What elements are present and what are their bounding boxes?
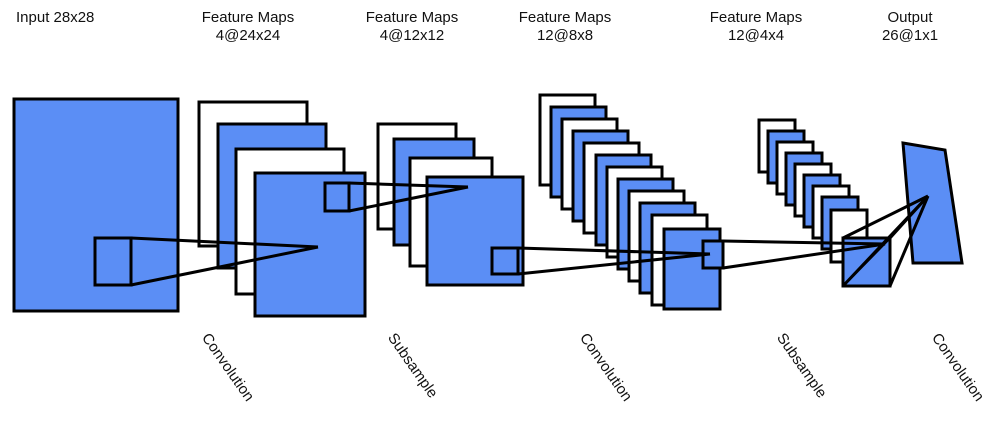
header-c2: Feature Maps 12@8x8 [510, 9, 620, 45]
connection-line [842, 194, 929, 240]
connection-line [722, 242, 886, 270]
connection-line [722, 239, 886, 246]
header-output: Output 26@1x1 [880, 9, 940, 45]
header-c1-line2: 4@24x24 [215, 27, 281, 44]
connection-line [348, 181, 469, 189]
header-c2-line2: 12@8x8 [536, 27, 594, 44]
connection-line [888, 195, 930, 287]
c1-feature-maps [197, 100, 367, 318]
header-output-line1: Output [887, 9, 933, 26]
header-c2-line1: Feature Maps [518, 9, 612, 26]
header-s1-line1: Feature Maps [365, 9, 459, 26]
connection-line [348, 185, 469, 213]
header-c1: Feature Maps 4@24x24 [193, 9, 303, 45]
header-input-line1: Input 28x28 [16, 9, 95, 26]
connection-line [130, 236, 319, 249]
header-s2: Feature Maps 12@4x4 [701, 9, 811, 45]
header-s2-line1: Feature Maps [709, 9, 803, 26]
connection-line [517, 246, 711, 256]
connection-line [517, 252, 711, 276]
output-unit [901, 141, 964, 265]
header-input: Input 28x28 [16, 9, 94, 27]
header-s1-line2: 4@12x12 [379, 27, 445, 44]
s1-feature-maps [376, 122, 525, 287]
s1-receptive-field [490, 246, 520, 276]
connection-line [130, 245, 319, 287]
c1-receptive-field [323, 181, 351, 213]
header-s2-line2: 12@4x4 [727, 27, 785, 44]
connection-lines [130, 181, 930, 288]
c2-feature-maps [538, 93, 725, 311]
header-s1: Feature Maps 4@12x12 [357, 9, 467, 45]
connection-line [841, 194, 930, 288]
input-layer [12, 97, 180, 313]
input-receptive-field [93, 236, 133, 287]
header-c1-line1: Feature Maps [201, 9, 295, 26]
header-output-line2: 26@1x1 [881, 27, 939, 44]
